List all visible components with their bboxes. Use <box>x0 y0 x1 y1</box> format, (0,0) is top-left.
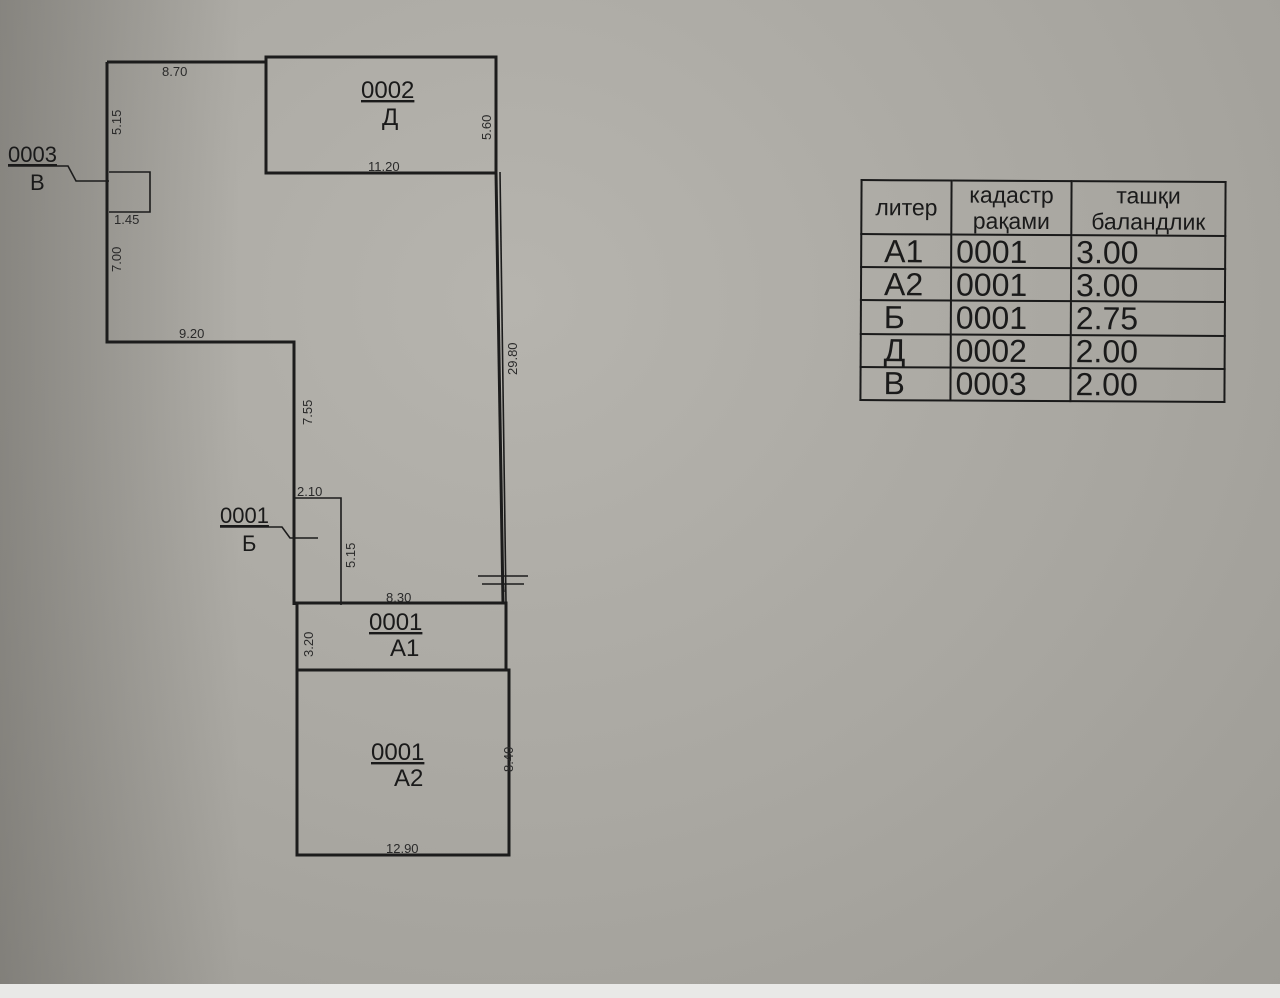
callout-v-leader <box>8 165 109 182</box>
legend-cell-liter: А1 <box>861 233 952 269</box>
dim-building-a2-width: 12.90 <box>386 841 419 856</box>
dim-step-height: 7.55 <box>300 400 315 425</box>
building-a1-code: 0001 <box>369 609 422 636</box>
page-bottom-edge <box>0 984 1280 998</box>
callout-b-code: 0001 <box>220 503 269 528</box>
building-b-outline <box>294 497 342 605</box>
legend-header-row: литер кадастр рақами ташқи баландлик <box>861 180 1226 236</box>
lot-right-edge-inner <box>499 171 507 604</box>
legend-row: Д 0002 2.00 <box>860 332 1225 370</box>
legend-cell-cadastre: 0001 <box>950 300 1071 336</box>
dim-building-d-width: 11.20 <box>368 159 400 174</box>
callout-v-liter: В <box>30 170 45 195</box>
legend-cell-liter: В <box>860 366 951 402</box>
legend-row: Б 0001 2.75 <box>860 299 1225 336</box>
legend-row: А1 0001 3.00 <box>861 233 1226 270</box>
dim-building-a2-height: 8.40 <box>501 747 516 772</box>
building-legend-table: литер кадастр рақами ташқи баландлик А1 … <box>859 179 1227 403</box>
legend-header-liter: литер <box>861 180 952 235</box>
legend-cell-cadastre: 0002 <box>950 333 1071 369</box>
dim-building-b-height: 5.15 <box>343 543 358 568</box>
dim-building-d-height: 5.60 <box>479 115 494 140</box>
building-a2-code: 0001 <box>371 739 424 766</box>
legend-cell-height: 2.00 <box>1070 367 1225 403</box>
legend-cell-liter: Б <box>860 299 951 335</box>
building-d-outline <box>264 55 498 175</box>
legend-cell-liter: Д <box>860 332 951 368</box>
lot-right-edge <box>494 171 505 604</box>
building-a1-liter: А1 <box>390 635 419 662</box>
legend-cell-cadastre: 0001 <box>951 233 1072 270</box>
dim-building-b-width: 2.10 <box>297 484 322 499</box>
legend-cell-height: 3.00 <box>1071 234 1226 270</box>
dim-step-width: 9.20 <box>179 326 204 341</box>
callout-v-code: 0003 <box>8 142 57 167</box>
dim-building-v-width: 1.45 <box>114 212 139 227</box>
dim-left-upper: 5.15 <box>109 110 124 135</box>
legend-cell-cadastre: 0003 <box>950 366 1071 402</box>
lot-boundary <box>105 62 296 605</box>
legend-row: А2 0001 3.00 <box>860 266 1226 303</box>
dim-left-lower: 7.00 <box>109 247 124 272</box>
legend-cell-height: 2.00 <box>1070 333 1225 370</box>
building-a2-outline <box>295 668 511 857</box>
legend-header-cadastre: кадастр рақами <box>951 180 1072 236</box>
dim-top-lot: 8.70 <box>162 64 187 79</box>
dim-building-a1-width: 8.30 <box>386 590 411 605</box>
legend-row: В 0003 2.00 <box>860 366 1225 403</box>
legend-header-height: ташқи баландлик <box>1071 181 1226 236</box>
dim-lot-right: 29.80 <box>505 342 520 375</box>
building-d-code: 0002 <box>361 77 414 104</box>
legend-cell-liter: А2 <box>860 266 952 302</box>
callout-b-leader <box>220 526 318 539</box>
dim-building-a1-height: 3.20 <box>301 632 316 657</box>
building-d-liter: Д <box>382 104 398 131</box>
gate-mark-3 <box>501 567 505 593</box>
building-v-outline <box>109 171 151 213</box>
legend-cell-height: 3.00 <box>1070 267 1226 303</box>
legend-cell-cadastre: 0001 <box>950 266 1072 303</box>
building-a2-liter: А2 <box>394 765 423 792</box>
legend-cell-height: 2.75 <box>1070 300 1225 336</box>
callout-b-liter: Б <box>242 531 256 556</box>
